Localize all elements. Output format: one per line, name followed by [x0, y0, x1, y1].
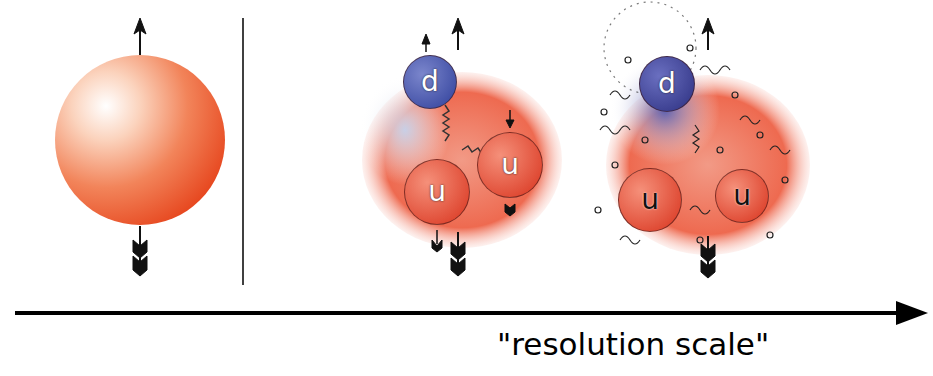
axis-label: "resolution scale"	[497, 326, 769, 362]
proton-sphere	[55, 55, 225, 225]
spin-arrow	[133, 18, 147, 276]
quark-label: d	[421, 68, 439, 96]
up-quark: u	[477, 132, 543, 198]
gluon-cloud	[595, 2, 790, 244]
resolution-axis	[15, 301, 928, 325]
down-quark: d	[403, 55, 457, 109]
quark-label: d	[658, 70, 676, 98]
quark-label: u	[733, 182, 751, 210]
up-quark: u	[715, 169, 769, 223]
quark-label: u	[428, 178, 446, 206]
down-quark: d	[639, 56, 695, 112]
proton-cloud	[610, 55, 720, 165]
quark-label: u	[641, 186, 659, 214]
up-quark: u	[618, 168, 682, 232]
divider-line	[242, 18, 244, 285]
up-quark: u	[404, 159, 470, 225]
spin-arrow	[701, 18, 715, 278]
quark-label: u	[501, 151, 519, 179]
